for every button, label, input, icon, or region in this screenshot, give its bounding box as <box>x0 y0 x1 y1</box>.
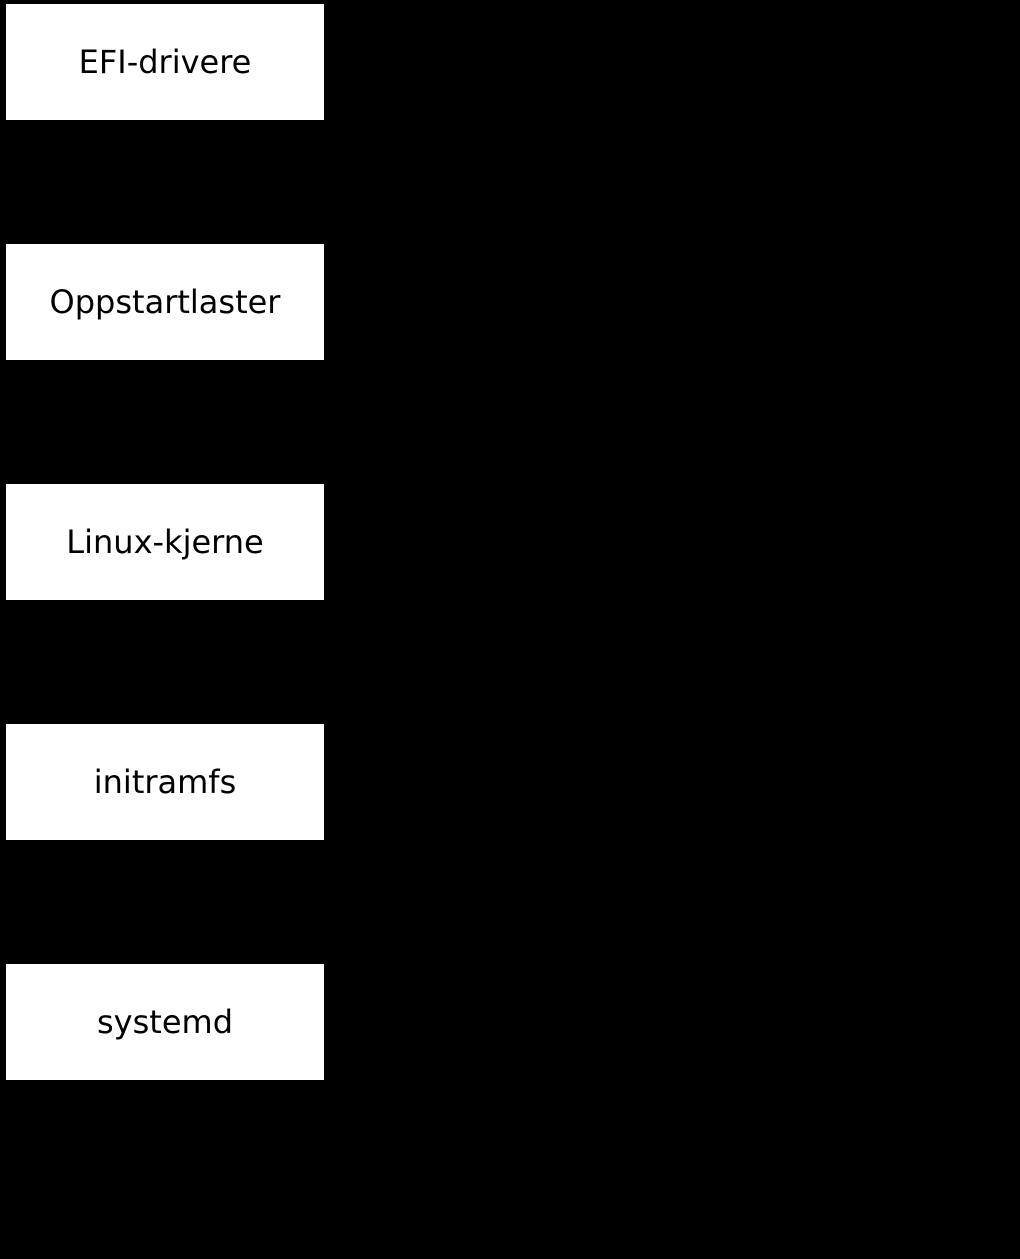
node-label-efi-drivere: EFI-drivere <box>78 43 252 81</box>
node-label-linux-kjerne: Linux-kjerne <box>66 523 264 561</box>
node-initramfs: initramfs <box>6 724 324 840</box>
node-label-oppstartlaster: Oppstartlaster <box>49 283 281 321</box>
node-oppstartlaster: Oppstartlaster <box>6 244 324 360</box>
node-systemd: systemd <box>6 964 324 1080</box>
node-label-systemd: systemd <box>97 1003 233 1041</box>
node-linux-kjerne: Linux-kjerne <box>6 484 324 600</box>
node-label-initramfs: initramfs <box>93 763 237 801</box>
node-efi-drivere: EFI-drivere <box>6 4 324 120</box>
